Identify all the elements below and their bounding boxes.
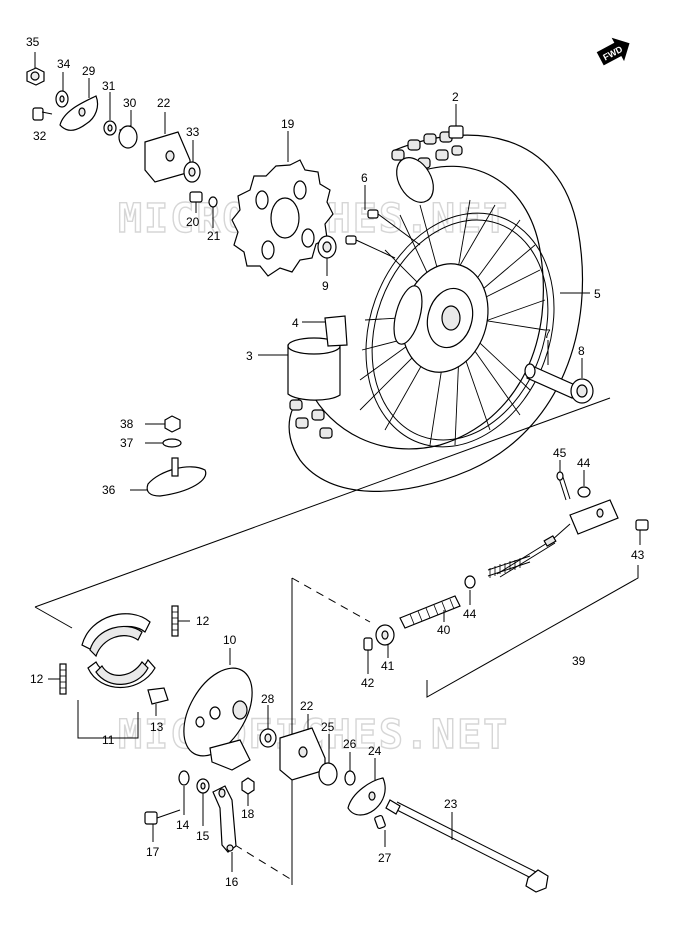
label-2: 2 <box>452 90 459 104</box>
label-14: 14 <box>176 818 190 832</box>
label-41: 41 <box>381 659 395 673</box>
label-22-top: 22 <box>157 96 171 110</box>
label-32: 32 <box>33 129 47 143</box>
label-4: 4 <box>292 316 299 330</box>
part-18-nut <box>241 777 255 806</box>
label-5: 5 <box>594 287 601 301</box>
label-27: 27 <box>378 851 392 865</box>
label-21: 21 <box>207 229 221 243</box>
part-33-washer <box>183 140 201 183</box>
part-26-washer <box>344 752 356 786</box>
part-11-brake-shoes <box>77 613 156 739</box>
part-32-bolt <box>32 107 53 121</box>
part-9-bearing <box>317 235 337 276</box>
part-43-pin <box>635 519 649 545</box>
label-6: 6 <box>361 171 368 185</box>
label-34: 34 <box>57 57 71 71</box>
part-35-nut <box>26 52 45 86</box>
label-44-top: 44 <box>577 456 591 470</box>
label-10: 10 <box>223 633 237 647</box>
part-2-tire <box>396 104 464 203</box>
label-3: 3 <box>246 349 253 363</box>
part-19-sprocket <box>231 131 334 277</box>
part-38-valve-nut <box>145 415 181 433</box>
part-40-spring <box>399 595 461 629</box>
part-22-adjuster-top <box>144 112 191 183</box>
part-41-joint <box>375 624 395 658</box>
label-16: 16 <box>225 875 239 889</box>
dashed-guides <box>234 577 371 881</box>
part-12-spring-right <box>171 605 190 637</box>
part-25-collar <box>318 734 338 786</box>
label-23: 23 <box>444 797 458 811</box>
part-24-adjuster-plate <box>347 758 386 816</box>
label-45: 45 <box>553 446 567 460</box>
label-43: 43 <box>631 548 645 562</box>
part-23-axle <box>385 799 549 893</box>
part-44-washer-top <box>577 470 591 498</box>
label-28: 28 <box>261 692 275 706</box>
label-44-bottom: 44 <box>463 607 477 621</box>
part-20-bolt <box>189 191 203 213</box>
label-29: 29 <box>82 64 96 78</box>
part-8-bearing <box>570 358 594 404</box>
label-8: 8 <box>578 344 585 358</box>
part-17-bolt <box>144 809 181 842</box>
label-13: 13 <box>150 720 164 734</box>
part-31-washer <box>103 92 117 136</box>
part-42-bolt <box>363 637 373 674</box>
part-34-washer <box>55 72 69 108</box>
label-35: 35 <box>26 35 40 49</box>
label-11: 11 <box>102 733 115 747</box>
part-labels: 35 34 29 31 30 22 32 33 19 2 6 20 21 9 5… <box>26 35 645 889</box>
part-30-collar <box>118 110 138 149</box>
label-38: 38 <box>120 417 134 431</box>
label-17: 17 <box>146 845 160 859</box>
part-15-washer <box>196 778 210 826</box>
label-24: 24 <box>368 744 382 758</box>
label-22-bottom: 22 <box>300 699 314 713</box>
label-9: 9 <box>322 279 329 293</box>
label-18: 18 <box>241 807 255 821</box>
part-39-brake-rod <box>426 499 639 698</box>
part-14-seal <box>178 770 190 815</box>
part-6-bolts <box>345 185 421 259</box>
part-10-brake-panel <box>183 648 253 771</box>
label-36: 36 <box>102 483 116 497</box>
wheel-assembly <box>288 131 584 492</box>
part-7-spacer <box>524 340 576 399</box>
label-25: 25 <box>321 720 335 734</box>
label-40: 40 <box>437 623 451 637</box>
label-20: 20 <box>186 215 200 229</box>
label-33: 33 <box>186 125 200 139</box>
part-37-valve-washer <box>145 438 182 448</box>
part-29-adjuster-plate <box>59 78 99 131</box>
part-28-seal <box>259 705 277 748</box>
label-31: 31 <box>102 79 116 93</box>
part-21-nut <box>208 196 218 228</box>
part-16-brake-arm <box>212 785 237 872</box>
label-39: 39 <box>572 654 586 668</box>
fwd-arrow-icon: FWD <box>596 37 630 66</box>
label-37: 37 <box>120 436 134 450</box>
label-15: 15 <box>196 829 210 843</box>
label-42: 42 <box>361 676 375 690</box>
part-3-rim-band <box>258 337 341 401</box>
part-44-washer-bottom <box>464 575 476 605</box>
part-36-tube <box>130 457 207 497</box>
label-30: 30 <box>123 96 137 110</box>
label-26: 26 <box>343 737 357 751</box>
label-12-left: 12 <box>30 672 44 686</box>
part-45-cotter-pin <box>556 460 571 501</box>
label-7: 7 <box>544 327 551 341</box>
label-19: 19 <box>281 117 295 131</box>
part-27-bolt <box>374 814 386 847</box>
part-4-rim-tape <box>302 315 348 347</box>
part-12-spring-left <box>48 663 67 695</box>
label-12-right: 12 <box>196 614 210 628</box>
part-13-brake-cam <box>147 687 169 716</box>
